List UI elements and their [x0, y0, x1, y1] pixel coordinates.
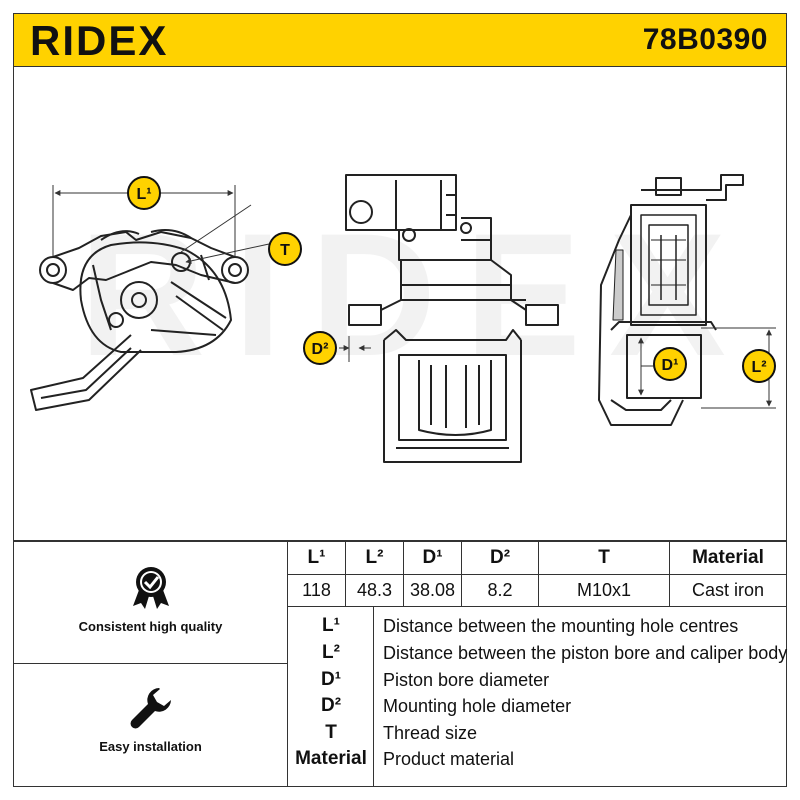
spec-header-d2: D² [461, 542, 539, 575]
watermark: RIDEX [79, 198, 754, 393]
legend-key: Material [295, 748, 367, 769]
spec-header-l2: L² [345, 542, 404, 575]
spec-header-d1: D¹ [403, 542, 462, 575]
legend-key: L¹ [322, 615, 340, 636]
legend-key: L² [322, 642, 340, 663]
feature-label: Consistent high quality [78, 619, 223, 634]
legend-description: Distance between the mounting hole centr… [383, 616, 739, 636]
spec-value-l1: 118 [288, 574, 346, 607]
legend-description: Product material [383, 749, 515, 769]
legend-key-column [288, 607, 374, 786]
legend-description: Mounting hole diameter [383, 696, 572, 716]
dim-label-d1: D¹ [662, 357, 679, 374]
drawing-area: RIDEX L¹ T [13, 67, 787, 541]
spec-header-row: L¹ L² D¹ D² T Material [288, 542, 786, 575]
svg-text:RIDEX: RIDEX [30, 20, 168, 60]
spec-header-material: Material [669, 542, 786, 575]
spec-value-t: M10x1 [538, 574, 670, 607]
header-bar: RIDEX 78B0390 [13, 13, 787, 67]
legend-description: Thread size [383, 723, 478, 743]
caliper-side-view [30, 229, 249, 411]
dim-label-l1: L¹ [136, 186, 151, 203]
legend-description: Distance between the piston bore and cal… [383, 643, 788, 663]
dim-label-d2: D² [312, 341, 329, 358]
spec-table: L¹ L² D¹ D² T Material 118 48.3 38.08 8.… [288, 542, 786, 607]
dim-label-l2: L² [751, 359, 766, 376]
caliper-front-view [345, 174, 559, 463]
spec-value-d2: 8.2 [461, 574, 539, 607]
quality-badge-icon [132, 567, 169, 609]
spec-value-d1: 38.08 [403, 574, 462, 607]
feature-installation: Easy installation [14, 664, 288, 786]
legend-key: D¹ [320, 669, 342, 690]
part-number: 78B0390 [642, 23, 768, 56]
info-panel: Consistent high quality Easy installatio… [13, 541, 787, 787]
caliper-drawing: RIDEX L¹ T [30, 174, 776, 463]
feature-label: Easy installation [99, 739, 202, 754]
spec-header-l1: L¹ [288, 542, 346, 575]
spec-value-material: Cast iron [669, 574, 786, 607]
caliper-section-view [598, 174, 744, 426]
wrench-icon [130, 688, 171, 729]
dimension-legend: L¹ Distance between the mounting hole ce… [288, 607, 788, 786]
dim-label-t: T [280, 242, 290, 259]
feature-quality: Consistent high quality [14, 542, 288, 664]
legend-description: Piston bore diameter [383, 670, 550, 690]
legend-key: D² [320, 695, 342, 716]
spec-value-row: 118 48.3 38.08 8.2 M10x1 Cast iron [288, 574, 786, 607]
spec-value-l2: 48.3 [345, 574, 404, 607]
spec-header-t: T [538, 542, 670, 575]
legend-key: T [325, 722, 337, 743]
ridex-logo: RIDEX [30, 20, 168, 60]
